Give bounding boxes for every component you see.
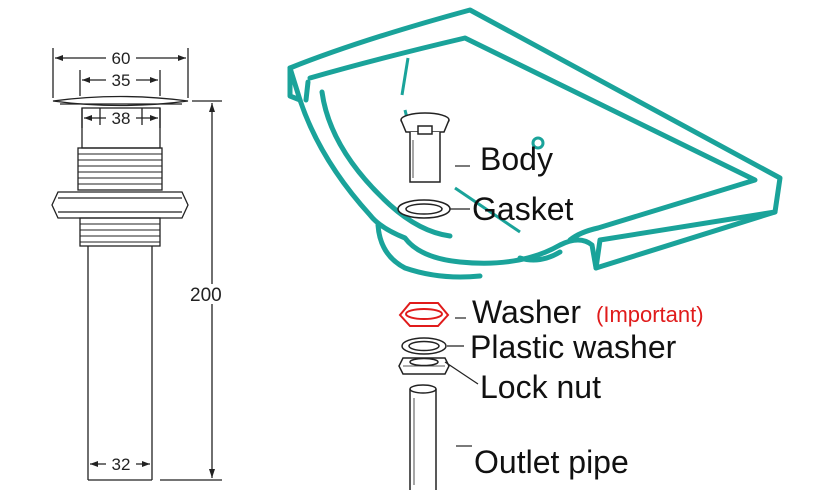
technical-side-view bbox=[51, 48, 222, 481]
label-plastic-washer: Plastic washer bbox=[470, 329, 677, 365]
drain-parts bbox=[397, 112, 451, 490]
dim-inner-width: 35 bbox=[112, 71, 131, 90]
dim-pipe-width: 32 bbox=[112, 455, 131, 474]
label-washer: Washer bbox=[472, 294, 581, 330]
bowl-shading-line-2 bbox=[454, 186, 521, 234]
leader-lines bbox=[444, 165, 479, 447]
label-lock-nut: Lock nut bbox=[480, 369, 601, 405]
label-washer-important: (Important) bbox=[596, 302, 704, 327]
basin-illustration bbox=[287, 7, 783, 280]
plastic-washer-part bbox=[401, 337, 447, 355]
bowl-shading-line bbox=[400, 57, 410, 123]
dim-throat-width: 38 bbox=[112, 109, 131, 128]
label-outlet-pipe: Outlet pipe bbox=[474, 444, 629, 480]
outlet-pipe-part bbox=[409, 384, 437, 490]
lock-nut-part bbox=[398, 357, 450, 375]
gasket-part bbox=[397, 199, 451, 219]
label-gasket: Gasket bbox=[472, 191, 573, 227]
dim-top-width: 60 bbox=[112, 49, 131, 68]
label-body: Body bbox=[480, 141, 553, 177]
dim-height: 200 bbox=[190, 285, 222, 306]
body-part bbox=[400, 112, 450, 183]
washer-part bbox=[398, 302, 450, 327]
